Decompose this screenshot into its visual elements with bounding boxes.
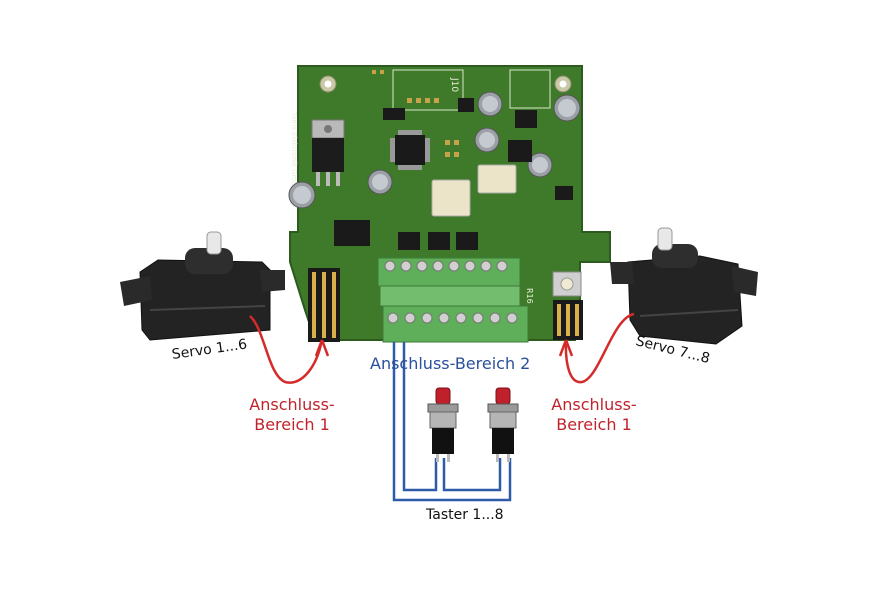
servo-icon xyxy=(120,231,285,341)
label-area1-right: Anschluss- Bereich 1 xyxy=(534,395,654,435)
pcb-brand-text: Tams Elektronik GmbH xyxy=(290,111,298,191)
label-area1-right-line1: Anschluss- xyxy=(551,395,637,414)
servo-cable-right xyxy=(558,312,635,384)
push-button-icon xyxy=(487,387,519,462)
servo-icon xyxy=(610,227,758,345)
label-area2: Anschluss-Bereich 2 xyxy=(370,354,531,373)
label-area1-left-line2: Bereich 1 xyxy=(254,415,330,434)
label-area1-left-line1: Anschluss- xyxy=(249,395,335,414)
label-buttons: Taster 1...8 xyxy=(426,507,504,523)
push-button-icon xyxy=(427,387,459,462)
servo-cable-left xyxy=(249,315,330,384)
pcb-icon: Tams Elektronik GmbH J10 R16 xyxy=(288,65,611,341)
label-area1-left: Anschluss- Bereich 1 xyxy=(232,395,352,435)
terminal-block-icon xyxy=(377,257,529,343)
push-button-cables xyxy=(392,342,512,502)
pin-header-icon xyxy=(308,268,340,342)
pin-header-icon xyxy=(552,271,583,340)
pcb-r16-text: R16 xyxy=(525,288,534,304)
label-area1-right-line2: Bereich 1 xyxy=(556,415,632,434)
pcb-j10-text: J10 xyxy=(449,77,459,92)
